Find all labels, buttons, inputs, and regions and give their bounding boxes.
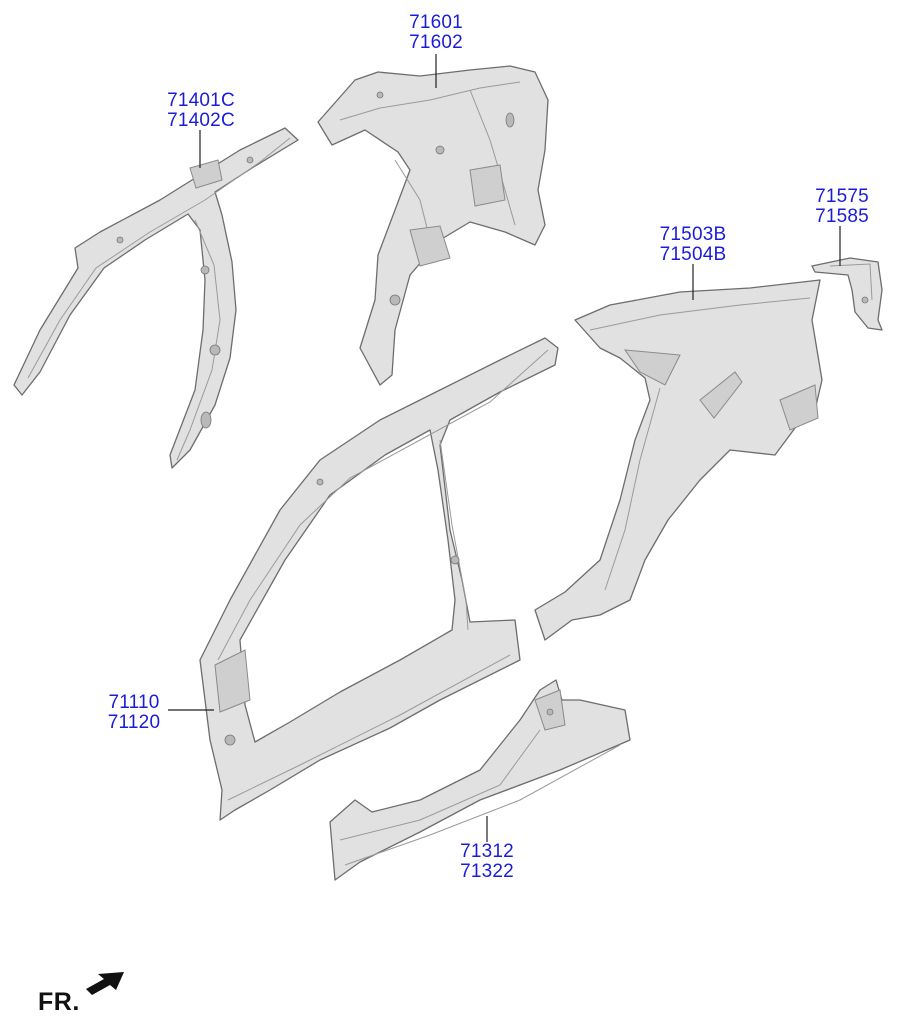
part-code: 71402C [167, 110, 235, 131]
roof-rail-center-pillar-part[interactable] [13, 127, 299, 469]
quarter-outer-panel-part[interactable] [534, 279, 823, 641]
part-code: 71110 [108, 692, 160, 713]
side-outer-panel-part[interactable] [199, 337, 559, 821]
tail-lamp-bracket-part[interactable] [811, 257, 883, 331]
part-code: 71120 [107, 712, 161, 733]
part-code: 71312 [460, 841, 514, 862]
callout-71312[interactable]: 71312 71322 [449, 842, 525, 882]
arrow-icon [86, 972, 124, 995]
callout-71575[interactable]: 71575 71585 [802, 187, 882, 227]
callout-71503B[interactable]: 71503B 71504B [648, 225, 738, 265]
front-direction-label: FR. [38, 988, 80, 1016]
leader-lines [168, 54, 841, 842]
callout-71401C[interactable]: 71401C 71402C [156, 91, 246, 131]
side-sill-panel-part[interactable] [329, 679, 631, 881]
part-code: 71575 [815, 186, 869, 207]
part-code: 71585 [815, 206, 869, 227]
part-code: 71504B [659, 244, 727, 265]
part-code: 71602 [409, 32, 463, 53]
part-code: 71401C [167, 90, 235, 111]
callout-71601[interactable]: 71601 71602 [396, 13, 476, 53]
part-code: 71503B [659, 224, 727, 245]
part-code: 71601 [409, 12, 463, 33]
part-code: 71322 [460, 861, 514, 882]
callout-71110[interactable]: 71110 71120 [96, 693, 172, 733]
quarter-inner-panel-part[interactable] [317, 65, 549, 386]
